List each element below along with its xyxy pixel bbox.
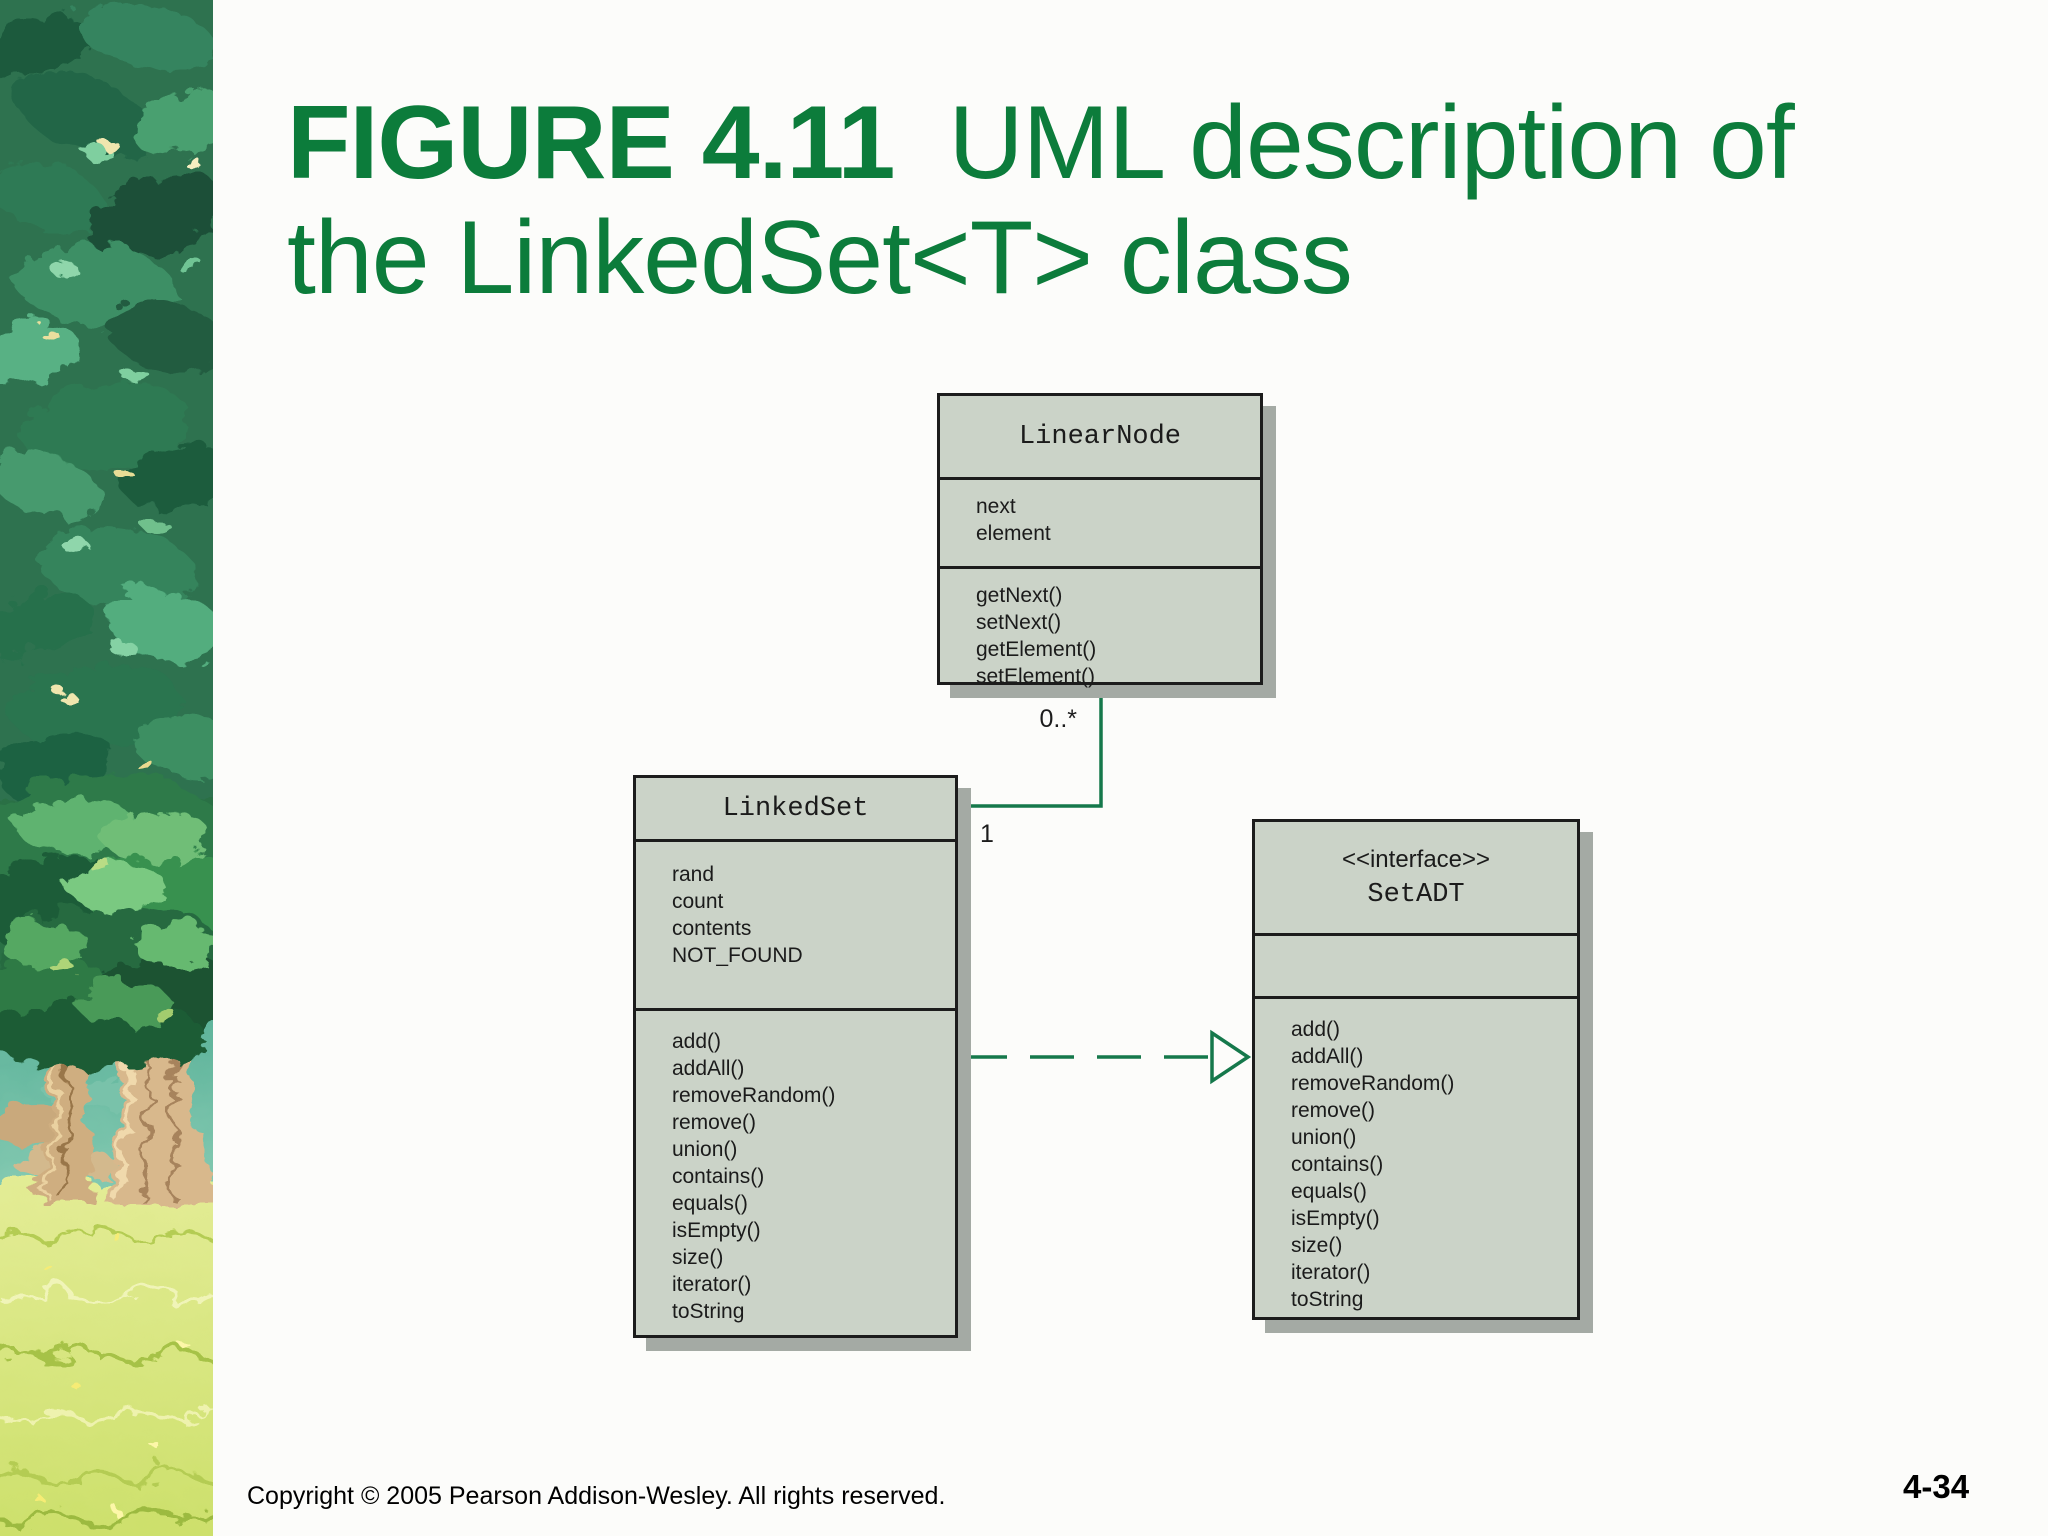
page-title: FIGURE 4.11 UML description of the Linked…: [287, 86, 1947, 316]
attribute-item: next: [976, 495, 1016, 518]
attribute-item: rand: [672, 863, 715, 886]
method-item: add(): [672, 1030, 722, 1053]
stereotype-label: <<interface>>: [1341, 845, 1491, 873]
method-item: getNext(): [976, 584, 1063, 607]
method-item: setElement(): [976, 665, 1096, 688]
class-box-setadt: <<interface>> SetADT add() addAll() remo…: [1252, 819, 1580, 1320]
class-box-linkedset: LinkedSet rand count contents NOT_FOUND …: [633, 775, 958, 1338]
attributes-compartment: rand count contents NOT_FOUND: [636, 842, 955, 1011]
method-item: contains(): [672, 1165, 765, 1188]
class-box-linearnode: LinearNode next element getNext() setNex…: [937, 393, 1263, 688]
methods-compartment: add() addAll() removeRandom() remove() u…: [636, 1011, 955, 1335]
attribute-item: element: [976, 522, 1051, 545]
method-item: size(): [672, 1246, 724, 1269]
method-item: addAll(): [672, 1057, 745, 1080]
class-name-text: SetADT: [1367, 879, 1465, 910]
class-name-text: LinkedSet: [722, 793, 869, 824]
attribute-item: count: [672, 890, 724, 913]
method-item: remove(): [672, 1111, 757, 1134]
class-name: LinkedSet: [636, 778, 955, 842]
association-line: [961, 688, 1103, 808]
page-number: 4-34: [1903, 1468, 1970, 1505]
method-item: setNext(): [976, 611, 1062, 634]
methods-compartment: getNext() setNext() getElement() setElem…: [940, 569, 1260, 690]
tree-artwork: [0, 0, 213, 1536]
class-name-text: LinearNode: [1018, 421, 1182, 452]
method-item: removeRandom(): [672, 1084, 836, 1107]
title-line2: the LinkedSet<T> class: [287, 200, 1353, 316]
copyright-text: Copyright © 2005 Pearson Addison-Wesley.…: [247, 1482, 946, 1510]
method-item: equals(): [672, 1192, 748, 1215]
title-line1: FIGURE 4.11 UML description of: [287, 86, 1947, 201]
method-item: toString: [1291, 1288, 1364, 1311]
attributes-compartment-empty: [1255, 936, 1577, 999]
method-item: isEmpty(): [1291, 1207, 1380, 1230]
method-item: add(): [1291, 1018, 1341, 1041]
method-item: equals(): [1291, 1180, 1367, 1203]
title-line1-rest: UML description of: [948, 85, 1795, 201]
method-item: union(): [1291, 1126, 1357, 1149]
method-item: iterator(): [672, 1273, 752, 1296]
method-item: isEmpty(): [672, 1219, 761, 1242]
multiplicity-one-label: 1: [980, 820, 994, 848]
class-name: <<interface>> SetADT: [1255, 822, 1577, 936]
method-item: contains(): [1291, 1153, 1384, 1176]
method-item: getElement(): [976, 638, 1097, 661]
title-figure-number: FIGURE 4.11: [287, 85, 895, 201]
method-item: union(): [672, 1138, 738, 1161]
method-item: iterator(): [1291, 1261, 1371, 1284]
method-item: size(): [1291, 1234, 1343, 1257]
class-name: LinearNode: [940, 396, 1260, 480]
methods-compartment: add() addAll() removeRandom() remove() u…: [1255, 999, 1577, 1317]
realization-arrowhead-icon: [1210, 1029, 1252, 1085]
method-item: remove(): [1291, 1099, 1376, 1122]
multiplicity-many-label: 0..*: [1039, 705, 1077, 733]
method-item: toString: [672, 1300, 745, 1323]
attributes-compartment: next element: [940, 480, 1260, 569]
method-item: removeRandom(): [1291, 1072, 1455, 1095]
method-item: addAll(): [1291, 1045, 1364, 1068]
attribute-item: NOT_FOUND: [672, 944, 803, 967]
attribute-item: contents: [672, 917, 752, 940]
